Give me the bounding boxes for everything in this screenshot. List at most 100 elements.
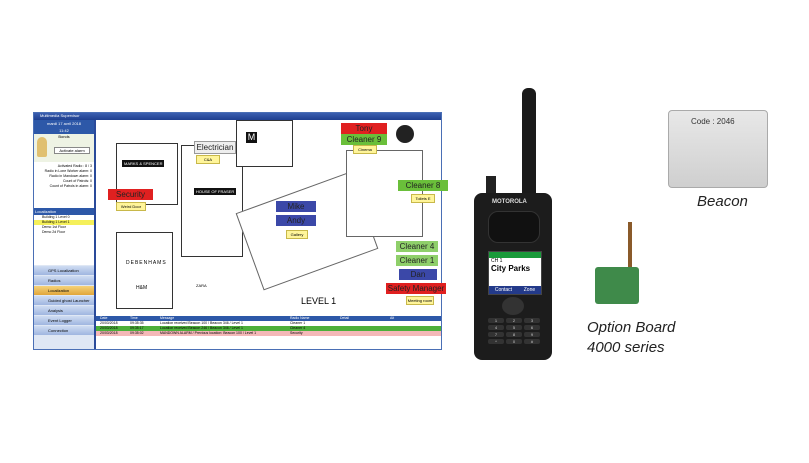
cell: 20/03/2018	[100, 321, 118, 325]
knob	[486, 176, 496, 196]
option-board-caption-2: 4000 series	[587, 339, 665, 356]
cell: Security	[290, 331, 303, 335]
key[interactable]: 2	[506, 318, 522, 323]
radio-display: CH 1 City Parks Contact Zone	[488, 251, 542, 295]
key[interactable]: 9	[524, 332, 540, 337]
store-label: MARKS & SPENCER	[122, 160, 165, 167]
tag-electrician[interactable]: Electrician	[194, 141, 236, 154]
nav-guided-ghost-launcher[interactable]: Guided ghost Launcher	[34, 296, 94, 305]
board-pcb	[595, 267, 639, 304]
option-board	[595, 222, 639, 304]
zone-label: Gallery	[286, 230, 308, 239]
location-item[interactable]: Demo 2d Floor	[42, 230, 66, 234]
cell: Location received Beacon 246 / Beacon 34…	[160, 326, 243, 330]
mcdonalds-icon: M	[246, 132, 257, 143]
location-item[interactable]: Demo 1st Floor	[42, 225, 66, 229]
beacon-code: Code : 2046	[691, 117, 735, 126]
nav-event-logger[interactable]: Event Logger	[34, 316, 94, 325]
stat: Count of Patrols in alarm: 0	[49, 184, 92, 188]
location-item[interactable]: Building 1 Level 0	[42, 215, 70, 219]
speaker-grille	[488, 211, 540, 243]
window-title: Multimedia Supervisor	[40, 113, 80, 118]
tag-andy[interactable]: Andy	[276, 215, 316, 226]
col-header: Time	[130, 316, 138, 320]
option-board-caption-1: Option Board	[587, 319, 676, 336]
supervisor-screenshot: Multimedia Supervisor mardi 17 avril 201…	[33, 112, 448, 350]
window-titlebar: Multimedia Supervisor	[34, 113, 441, 120]
brand-label: MOTOROLA	[492, 199, 527, 205]
cell: Location received Beacon 100 / Beacon 34…	[160, 321, 243, 325]
nav-gps-localization[interactable]: GPS Localization	[34, 266, 94, 275]
zone-label: C&A	[196, 155, 220, 164]
channel-label: CH 1	[491, 258, 503, 264]
store-label: H&M	[136, 285, 148, 291]
radio-body: MOTOROLA CH 1 City Parks Contact Zone 1 2…	[474, 193, 552, 360]
zone-label: Meeting room	[406, 296, 434, 305]
key[interactable]: 1	[488, 318, 504, 323]
nav-analysis[interactable]: Analysis	[34, 306, 94, 315]
motorola-radio: MOTOROLA CH 1 City Parks Contact Zone 1 2…	[470, 88, 556, 360]
key[interactable]: 3	[524, 318, 540, 323]
cell: 09:35:17	[130, 326, 144, 330]
nav-connection[interactable]: Connection	[34, 326, 94, 335]
key[interactable]: #	[524, 339, 540, 344]
nav-pad[interactable]	[502, 297, 524, 315]
key[interactable]: 8	[506, 332, 522, 337]
key[interactable]: 0	[506, 339, 522, 344]
tag-cleaner-9[interactable]: Cleaner 9	[341, 134, 387, 145]
cell: 20/03/2018	[100, 326, 118, 330]
zone-label: Weird Door	[116, 202, 146, 211]
table-header: Date Time Message Radio Name Detail Alt	[96, 316, 441, 321]
softkey-contact[interactable]: Contact	[494, 287, 513, 293]
col-header: Detail	[340, 316, 349, 320]
antenna	[522, 88, 536, 193]
key[interactable]: 7	[488, 332, 504, 337]
key[interactable]: 5	[506, 325, 522, 330]
user-panel: Bonds Activate alarm	[34, 134, 94, 162]
store-label: DEBENHAMS	[126, 260, 167, 266]
cell: 09:35:02	[130, 331, 144, 335]
key[interactable]: 6	[524, 325, 540, 330]
tag-security[interactable]: Security	[108, 189, 153, 200]
cell: Cleaner 4	[290, 326, 306, 330]
table-row[interactable]: 20/03/2018 09:35:17 Location received Beac…	[96, 326, 441, 331]
nav-radios[interactable]: Radios	[34, 276, 94, 285]
key[interactable]: 4	[488, 325, 504, 330]
sidebar: mardi 17 avril 2018 11:42 Bonds Activate…	[34, 120, 96, 349]
avatar	[37, 137, 47, 157]
stats-panel: Activated Radio : 8 / 3 Radio in Lone Wo…	[34, 162, 94, 208]
store-label: HOUSE OF FRASER	[194, 188, 237, 195]
level-label: LEVEL 1	[301, 296, 337, 306]
store-label: ZARA	[196, 283, 207, 288]
stat: Radio in Lone Worker alarm: 0	[44, 169, 92, 173]
tag-dan[interactable]: Dan	[399, 269, 437, 280]
date: mardi 17 avril 2018	[34, 120, 94, 127]
user-name: Bonds	[58, 134, 70, 139]
tag-mike[interactable]: Mike	[276, 201, 316, 212]
tag-cleaner-8[interactable]: Cleaner 8	[398, 180, 448, 191]
tag-tony[interactable]: Tony	[341, 123, 387, 134]
location-tree: Building 1 Level 0 Building 1 Level 1 De…	[34, 215, 94, 265]
status-bar	[489, 252, 541, 258]
zone-label: Cinema	[353, 145, 377, 154]
stat: Radio in Mandown alarm: 0	[49, 174, 92, 178]
nav-localization[interactable]: Localization	[34, 286, 94, 295]
tag-cleaner-1[interactable]: Cleaner 1	[396, 255, 438, 266]
zone-name: City Parks	[491, 264, 531, 273]
compass-icon	[396, 125, 414, 143]
time: 11:42	[34, 127, 94, 134]
col-header: Message	[160, 316, 175, 320]
beacon-device: Code : 2046	[668, 110, 768, 188]
cell: 20/03/2018	[100, 331, 118, 335]
softkey-zone[interactable]: Zone	[523, 287, 536, 293]
col-header: Date	[100, 316, 108, 320]
tag-safety-manager[interactable]: Safety Manager	[386, 283, 446, 294]
location-item[interactable]: Building 1 Level 1	[34, 220, 94, 225]
key[interactable]: *	[488, 339, 504, 344]
tag-cleaner-4[interactable]: Cleaner 4	[396, 241, 438, 252]
localization-header: Localization	[34, 208, 94, 215]
activate-alarm-button[interactable]: Activate alarm	[54, 147, 90, 154]
keypad: 1 2 3 4 5 6 7 8 9 * 0 #	[488, 318, 540, 344]
